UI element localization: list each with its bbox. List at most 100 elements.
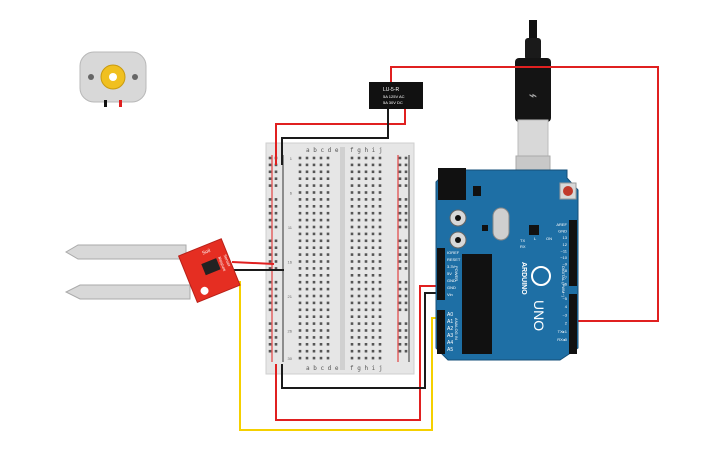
breadboard-hole[interactable] bbox=[357, 294, 361, 298]
breadboard-hole[interactable] bbox=[364, 191, 368, 194]
breadboard-hole[interactable] bbox=[371, 294, 375, 298]
breadboard-hole[interactable] bbox=[357, 218, 361, 222]
breadboard-hole[interactable] bbox=[319, 301, 323, 305]
breadboard-hole[interactable] bbox=[319, 198, 323, 201]
rail-hole[interactable] bbox=[398, 253, 402, 256]
breadboard-hole[interactable] bbox=[326, 225, 330, 229]
rail-hole[interactable] bbox=[274, 246, 278, 249]
breadboard-hole[interactable] bbox=[305, 211, 309, 215]
breadboard-hole[interactable] bbox=[298, 218, 302, 222]
breadboard-hole[interactable] bbox=[350, 287, 354, 291]
breadboard-hole[interactable] bbox=[312, 211, 316, 215]
breadboard-hole[interactable] bbox=[364, 301, 368, 305]
breadboard-hole[interactable] bbox=[378, 191, 382, 194]
breadboard-hole[interactable] bbox=[298, 267, 302, 270]
breadboard-hole[interactable] bbox=[319, 163, 323, 167]
breadboard-hole[interactable] bbox=[319, 170, 323, 174]
breadboard-hole[interactable] bbox=[364, 253, 368, 256]
rail-hole[interactable] bbox=[398, 329, 402, 332]
rail-hole[interactable] bbox=[404, 260, 408, 263]
rail-hole[interactable] bbox=[268, 211, 272, 215]
breadboard-hole[interactable] bbox=[364, 218, 368, 222]
breadboard-hole[interactable] bbox=[357, 177, 361, 180]
breadboard-hole[interactable] bbox=[319, 232, 323, 236]
breadboard-hole[interactable] bbox=[319, 315, 323, 318]
breadboard-hole[interactable] bbox=[371, 274, 375, 277]
breadboard-hole[interactable] bbox=[357, 191, 361, 194]
breadboard-hole[interactable] bbox=[364, 232, 368, 236]
breadboard-hole[interactable] bbox=[378, 225, 382, 229]
breadboard-hole[interactable] bbox=[350, 184, 354, 187]
breadboard-hole[interactable] bbox=[319, 329, 323, 332]
breadboard-hole[interactable] bbox=[298, 308, 302, 312]
breadboard-hole[interactable] bbox=[364, 170, 368, 174]
rail-hole[interactable] bbox=[274, 225, 278, 229]
breadboard-hole[interactable] bbox=[350, 211, 354, 215]
breadboard-hole[interactable] bbox=[312, 246, 316, 249]
breadboard-hole[interactable] bbox=[364, 280, 368, 284]
breadboard-hole[interactable] bbox=[364, 308, 368, 312]
rail-hole[interactable] bbox=[404, 336, 408, 339]
breadboard-hole[interactable] bbox=[378, 260, 382, 263]
breadboard-hole[interactable] bbox=[326, 301, 330, 305]
breadboard-hole[interactable] bbox=[371, 156, 375, 160]
breadboard-hole[interactable] bbox=[371, 198, 375, 201]
breadboard-hole[interactable] bbox=[350, 336, 354, 339]
relay[interactable]: LU-5-R 5A 125V AC 5A 30V DC bbox=[369, 82, 423, 109]
breadboard-hole[interactable] bbox=[305, 198, 309, 201]
breadboard-hole[interactable] bbox=[357, 253, 361, 256]
digital-header-top[interactable] bbox=[569, 220, 577, 286]
rail-hole[interactable] bbox=[404, 294, 408, 298]
breadboard-hole[interactable] bbox=[364, 198, 368, 201]
rail-hole[interactable] bbox=[404, 246, 408, 249]
breadboard-hole[interactable] bbox=[326, 253, 330, 256]
breadboard-hole[interactable] bbox=[357, 308, 361, 312]
breadboard-hole[interactable] bbox=[378, 343, 382, 346]
breadboard-hole[interactable] bbox=[378, 315, 382, 318]
breadboard-hole[interactable] bbox=[326, 308, 330, 312]
breadboard-hole[interactable] bbox=[326, 205, 330, 208]
breadboard-hole[interactable] bbox=[305, 156, 309, 160]
rail-hole[interactable] bbox=[268, 322, 272, 325]
rail-hole[interactable] bbox=[398, 170, 402, 174]
breadboard-hole[interactable] bbox=[305, 225, 309, 229]
breadboard-hole[interactable] bbox=[350, 156, 354, 160]
breadboard-hole[interactable] bbox=[305, 356, 309, 360]
breadboard-hole[interactable] bbox=[298, 301, 302, 305]
soil-moisture-sensor[interactable]: Soil Moisture Sensor bbox=[64, 238, 241, 303]
rail-hole[interactable] bbox=[404, 280, 408, 284]
breadboard-hole[interactable] bbox=[326, 246, 330, 249]
rail-hole[interactable] bbox=[404, 163, 408, 167]
breadboard-hole[interactable] bbox=[305, 349, 309, 353]
breadboard-hole[interactable] bbox=[364, 225, 368, 229]
breadboard-hole[interactable] bbox=[350, 356, 354, 360]
breadboard-hole[interactable] bbox=[371, 239, 375, 243]
breadboard-hole[interactable] bbox=[350, 246, 354, 249]
rail-hole[interactable] bbox=[404, 322, 408, 325]
breadboard-hole[interactable] bbox=[312, 205, 316, 208]
breadboard-hole[interactable] bbox=[305, 191, 309, 194]
rail-hole[interactable] bbox=[268, 287, 272, 291]
breadboard-hole[interactable] bbox=[326, 211, 330, 215]
rail-hole[interactable] bbox=[268, 329, 272, 332]
breadboard-hole[interactable] bbox=[298, 225, 302, 229]
breadboard-hole[interactable] bbox=[305, 322, 309, 325]
breadboard-hole[interactable] bbox=[319, 218, 323, 222]
breadboard-hole[interactable] bbox=[319, 211, 323, 215]
rail-hole[interactable] bbox=[398, 267, 402, 270]
rail-hole[interactable] bbox=[404, 343, 408, 346]
breadboard-hole[interactable] bbox=[378, 198, 382, 201]
breadboard-hole[interactable] bbox=[298, 177, 302, 180]
breadboard-hole[interactable] bbox=[357, 184, 361, 187]
breadboard-hole[interactable] bbox=[378, 170, 382, 174]
breadboard-hole[interactable] bbox=[378, 232, 382, 236]
breadboard-hole[interactable] bbox=[350, 274, 354, 277]
breadboard-hole[interactable] bbox=[298, 260, 302, 263]
rail-hole[interactable] bbox=[404, 349, 408, 353]
breadboard-hole[interactable] bbox=[350, 170, 354, 174]
breadboard-hole[interactable] bbox=[305, 170, 309, 174]
breadboard-hole[interactable] bbox=[319, 253, 323, 256]
rail-hole[interactable] bbox=[274, 211, 278, 215]
breadboard-hole[interactable] bbox=[350, 294, 354, 298]
breadboard-hole[interactable] bbox=[298, 287, 302, 291]
